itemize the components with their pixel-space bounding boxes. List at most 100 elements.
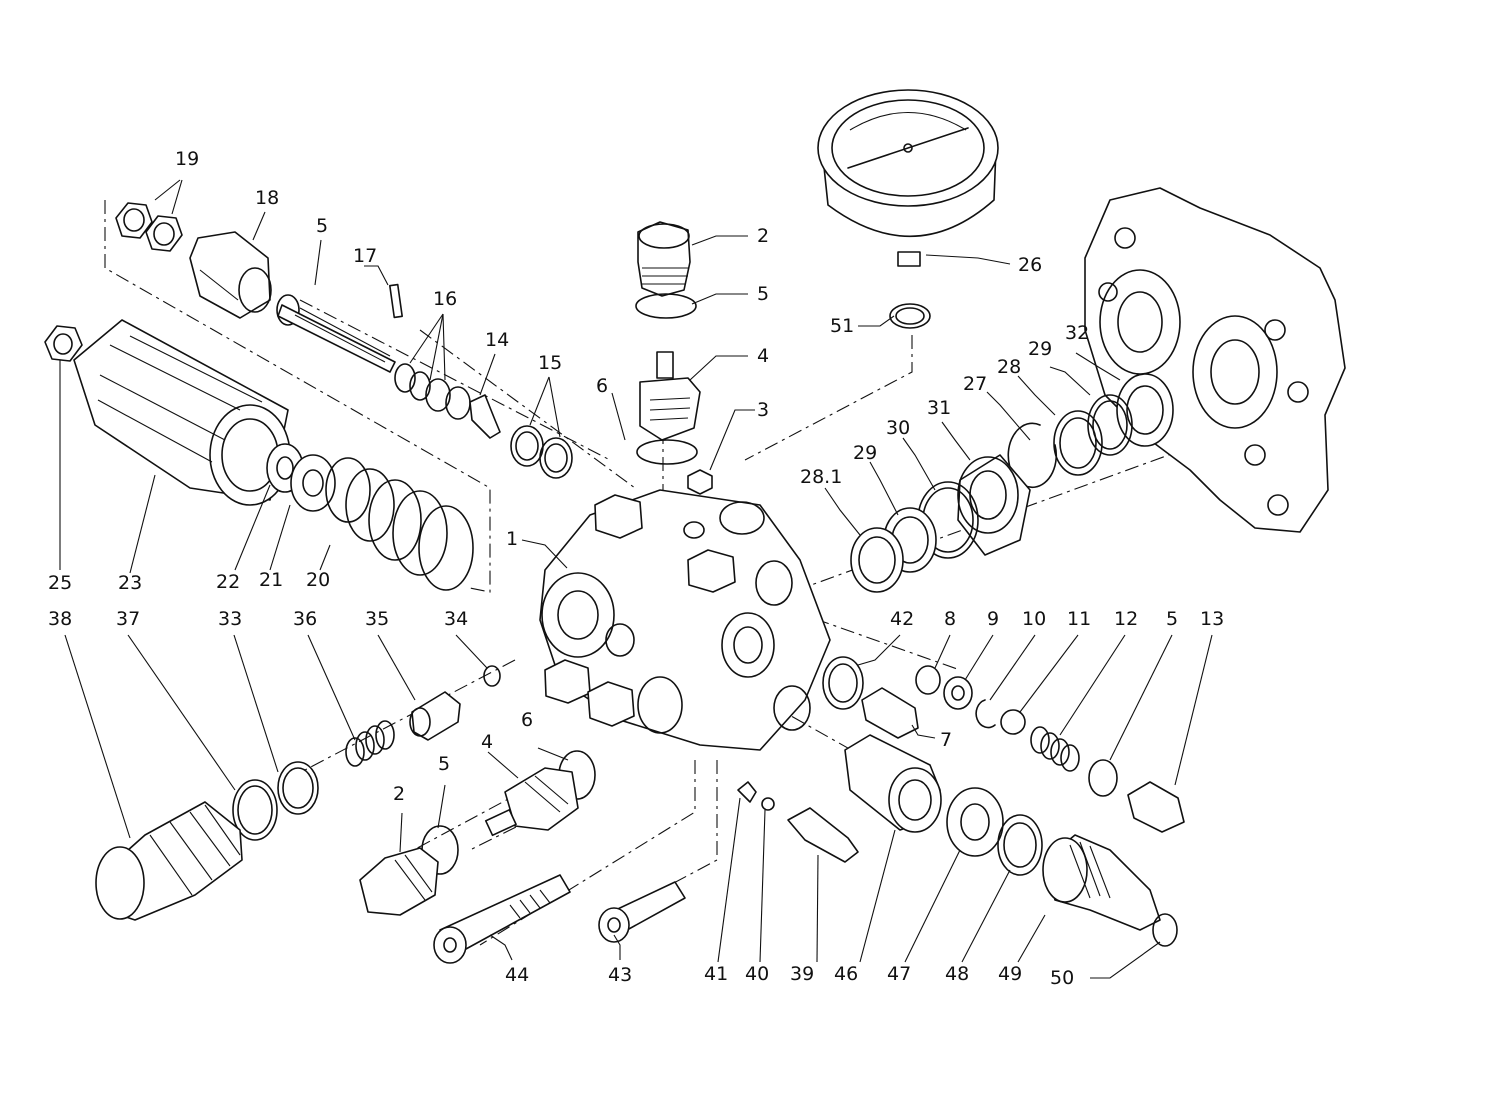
callout-5: 5 — [316, 215, 328, 237]
part-11-ball — [1000, 709, 1026, 735]
part-14-needle — [469, 394, 501, 439]
callout-48: 48 — [945, 963, 969, 985]
callout-13: 13 — [1200, 608, 1224, 630]
callout-5: 5 — [438, 753, 450, 775]
callout-2: 2 — [393, 783, 405, 805]
callout-47: 47 — [887, 963, 911, 985]
callout-labels: 19 18 5 17 16 14 15 2 5 4 6 3 26 51 32 2… — [48, 148, 1224, 989]
part-9-washer — [943, 676, 973, 710]
part-41-spring — [737, 781, 757, 803]
part-37-ring — [232, 779, 278, 841]
callout-25: 25 — [48, 572, 72, 594]
part-29-ring — [1087, 394, 1133, 456]
callout-32: 32 — [1065, 322, 1089, 344]
callout-7: 7 — [940, 729, 952, 751]
part-49-coupler — [1042, 834, 1161, 931]
callout-16: 16 — [433, 288, 457, 310]
callout-51: 51 — [830, 315, 854, 337]
callout-37: 37 — [116, 608, 140, 630]
part-3-fitting — [687, 469, 713, 495]
part-31-bushing — [957, 454, 1031, 556]
part-47-collar — [946, 787, 1004, 857]
callout-29: 29 — [853, 442, 877, 464]
part-pump-head — [1084, 187, 1346, 533]
part-33-ring — [277, 761, 319, 815]
part-8-ring — [915, 665, 941, 695]
callout-41: 41 — [704, 963, 728, 985]
callout-11: 11 — [1067, 608, 1091, 630]
part-25-nut — [44, 325, 83, 362]
callout-14: 14 — [485, 329, 509, 351]
part-12-spring — [1030, 726, 1080, 772]
callout-34: 34 — [444, 608, 468, 630]
callout-17: 17 — [353, 245, 377, 267]
callout-6: 6 — [596, 375, 608, 397]
part-42-ring — [822, 656, 864, 710]
callout-33: 33 — [218, 608, 242, 630]
leader-lines — [59, 179, 1213, 979]
part-32-seal — [1116, 373, 1174, 447]
callout-6: 6 — [521, 709, 533, 731]
callout-23: 23 — [118, 572, 142, 594]
part-48-ring — [997, 814, 1043, 876]
callout-29: 29 — [1028, 338, 1052, 360]
callout-22: 22 — [216, 571, 240, 593]
part-16-seals — [394, 363, 471, 420]
part-23-knob — [73, 319, 291, 506]
callout-8: 8 — [944, 608, 956, 630]
callout-5: 5 — [1166, 608, 1178, 630]
callout-35: 35 — [365, 608, 389, 630]
callout-28: 28 — [997, 356, 1021, 378]
part-34-ring — [483, 665, 501, 687]
callout-10: 10 — [1022, 608, 1046, 630]
part-35-valve — [409, 691, 461, 741]
part-5-rod-assembly — [276, 283, 403, 373]
callout-4: 4 — [757, 345, 769, 367]
part-13-plug — [1127, 781, 1185, 833]
part-2-plug-lower — [359, 847, 439, 916]
part-51-ring — [889, 303, 931, 329]
part-44-long-bolt — [433, 874, 571, 964]
callout-21: 21 — [259, 569, 283, 591]
part-6-ring-top — [636, 439, 698, 465]
callout-12: 12 — [1114, 608, 1138, 630]
part-1-manifold — [539, 489, 831, 751]
callout-20: 20 — [306, 569, 330, 591]
part-7-fitting — [861, 687, 919, 739]
part-4-valve-lower — [484, 767, 579, 837]
callout-28-1: 28.1 — [800, 466, 842, 488]
part-20-spring — [325, 457, 474, 591]
callout-36: 36 — [293, 608, 317, 630]
callout-39: 39 — [790, 963, 814, 985]
callout-49: 49 — [998, 963, 1022, 985]
part-15-rings — [510, 425, 573, 479]
part-28-ring — [1053, 410, 1103, 476]
callout-2: 2 — [757, 225, 769, 247]
part-39-fitting — [787, 807, 859, 863]
callout-50: 50 — [1050, 967, 1074, 989]
callout-26: 26 — [1018, 254, 1042, 276]
callout-5: 5 — [757, 283, 769, 305]
callout-46: 46 — [834, 963, 858, 985]
callout-44: 44 — [505, 964, 529, 986]
part-18-regulator-body — [189, 231, 272, 319]
callout-27: 27 — [963, 373, 987, 395]
part-40-ball — [761, 797, 775, 811]
callout-43: 43 — [608, 964, 632, 986]
part-43-short-bolt — [598, 881, 686, 943]
callout-4: 4 — [481, 731, 493, 753]
part-4-valve-top — [639, 351, 701, 441]
part-10-clip — [975, 699, 996, 729]
callout-31: 31 — [927, 397, 951, 419]
part-46-sleeve — [844, 734, 942, 833]
part-21-washer — [290, 454, 336, 512]
part-50-ring — [1152, 913, 1178, 947]
part-36-spring — [345, 720, 395, 767]
part-38-plug — [95, 801, 243, 921]
callout-19: 19 — [175, 148, 199, 170]
callout-30: 30 — [886, 417, 910, 439]
callout-40: 40 — [745, 963, 769, 985]
part-5-ring-right — [1088, 759, 1118, 797]
callout-18: 18 — [255, 187, 279, 209]
